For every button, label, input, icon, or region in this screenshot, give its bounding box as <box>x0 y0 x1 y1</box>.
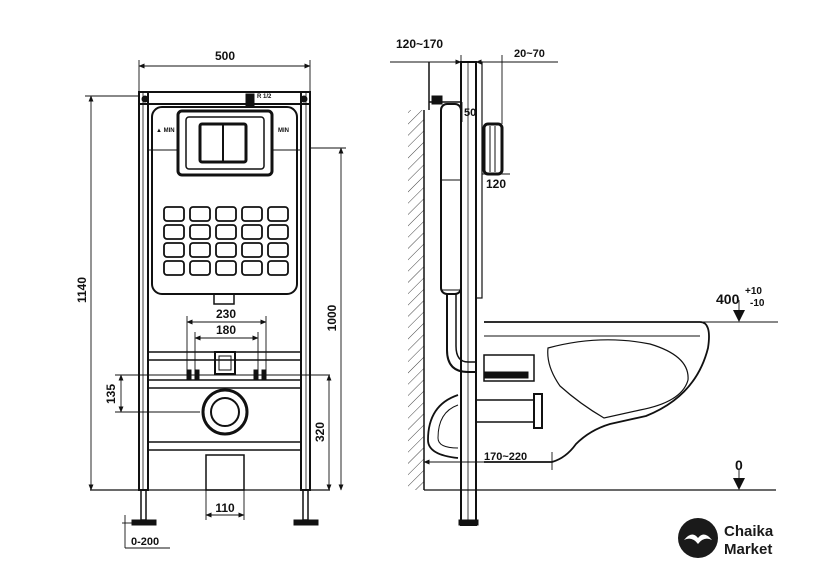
side-support-bracket <box>483 354 535 382</box>
label-bowl-tol-plus: +10 <box>745 286 762 297</box>
cistern-rib-cell <box>215 206 237 222</box>
valve-size-label: R 1/2 <box>257 94 272 100</box>
flush-plate-frame <box>176 109 274 177</box>
frame-low-bar <box>147 379 302 389</box>
side-support-bracket-bar <box>483 371 529 379</box>
toilet-bowl-outline <box>484 321 710 463</box>
side-waste-elbow <box>446 294 476 373</box>
cistern-rib-cell <box>215 242 237 258</box>
label-width-110: 110 <box>215 501 235 515</box>
cistern-body <box>151 106 298 295</box>
side-lower-bend <box>427 394 459 459</box>
side-frame-post <box>460 61 477 526</box>
label-height-1000: 1000 <box>325 304 339 331</box>
cistern-rib-cell <box>163 224 185 240</box>
side-outlet-flange <box>533 393 543 429</box>
cistern-rib-cell <box>189 242 211 258</box>
cistern-outlet <box>213 293 235 305</box>
cistern-rib-cell <box>189 260 211 276</box>
frame-right-post <box>300 91 311 491</box>
cistern-rib-cell <box>215 260 237 276</box>
side-dimension-labels: 120~170 20~70 50 120 400 +10 -10 0 170~2… <box>396 37 765 473</box>
cistern-rib-cell <box>241 206 263 222</box>
frame-left-post <box>138 91 149 491</box>
cistern-rib-cell <box>163 242 185 258</box>
foot-left-rod <box>140 489 147 521</box>
frame-top-hole-right <box>300 95 308 103</box>
waste-outlet-inner <box>210 397 240 427</box>
side-view <box>408 61 776 526</box>
seagull-icon-wing <box>684 534 712 544</box>
frame-top-hole-left <box>141 95 149 103</box>
label-bowl-tol-minus: -10 <box>750 298 765 309</box>
wall-hatch <box>408 110 424 490</box>
label-plate-offset: 50 <box>464 107 476 119</box>
front-dimensions <box>85 60 346 549</box>
label-leg-0-200: 0-200 <box>131 536 159 548</box>
label-height-320: 320 <box>313 422 327 442</box>
frame-top-bar <box>138 91 311 105</box>
inlet-valve <box>245 93 255 107</box>
dim-400-arrow <box>733 310 745 322</box>
label-floor-zero: 0 <box>735 457 743 473</box>
label-spacing-230: 230 <box>216 307 236 321</box>
cistern-rib-cell <box>267 260 289 276</box>
label-width-500: 500 <box>215 49 235 63</box>
flush-plate-inner <box>185 116 265 170</box>
cistern-rib-cell <box>241 224 263 240</box>
side-lower-bend-inner <box>437 404 459 449</box>
toilet-bowl-inner <box>547 339 689 419</box>
side-dimensions <box>390 55 778 490</box>
cistern-rib-cell <box>241 242 263 258</box>
side-mark-right: MIN <box>278 128 289 134</box>
side-waste-elbow-inner <box>455 294 476 363</box>
cistern-rib-cell <box>241 260 263 276</box>
label-panel-depth: 20~70 <box>514 48 545 60</box>
label-wall-depth: 120~170 <box>396 37 443 51</box>
label-plate-height: 120 <box>486 177 506 191</box>
label-spacing-180: 180 <box>216 323 236 337</box>
front-view: R 1/2 ▲ MIN MIN <box>90 91 330 526</box>
cistern-rib-cell <box>189 206 211 222</box>
side-foot-pad <box>458 519 479 526</box>
foot-right-rod <box>302 489 309 521</box>
drain-channel <box>205 454 245 491</box>
side-cistern <box>440 103 462 295</box>
label-pan-distance: 170~220 <box>484 451 527 463</box>
cistern-rib-cell <box>189 224 211 240</box>
water-inlet-box-inner <box>218 355 232 371</box>
label-height-1140: 1140 <box>75 277 89 303</box>
wall-bracket-plate <box>431 95 443 105</box>
cistern-rib-cell <box>163 260 185 276</box>
brand-logo: Chaika Market <box>678 518 774 558</box>
side-mark-left: ▲ MIN <box>156 128 175 134</box>
cistern-rib-cell <box>215 224 237 240</box>
cistern-rib-cell <box>267 224 289 240</box>
dim-0-arrow <box>733 478 745 490</box>
front-dimension-labels: 500 1140 1000 230 180 135 320 110 0-200 <box>75 49 339 548</box>
cistern-rib-cell <box>267 206 289 222</box>
cistern-rib-grid <box>163 206 289 276</box>
brand-line-2: Market <box>724 541 772 558</box>
foot-right-pad <box>293 519 319 526</box>
label-bowl-height: 400 <box>716 291 740 307</box>
water-inlet-box <box>214 351 236 375</box>
frame-bottom-bar <box>147 441 302 451</box>
cistern-rib-cell <box>267 242 289 258</box>
side-outlet-pipe <box>475 399 535 423</box>
foot-left-pad <box>131 519 157 526</box>
waste-outlet-outer <box>201 388 249 436</box>
brand-line-1: Chaika <box>724 523 774 540</box>
label-height-135: 135 <box>104 384 118 404</box>
side-flush-plate <box>482 122 504 176</box>
cistern-rib-cell <box>163 206 185 222</box>
